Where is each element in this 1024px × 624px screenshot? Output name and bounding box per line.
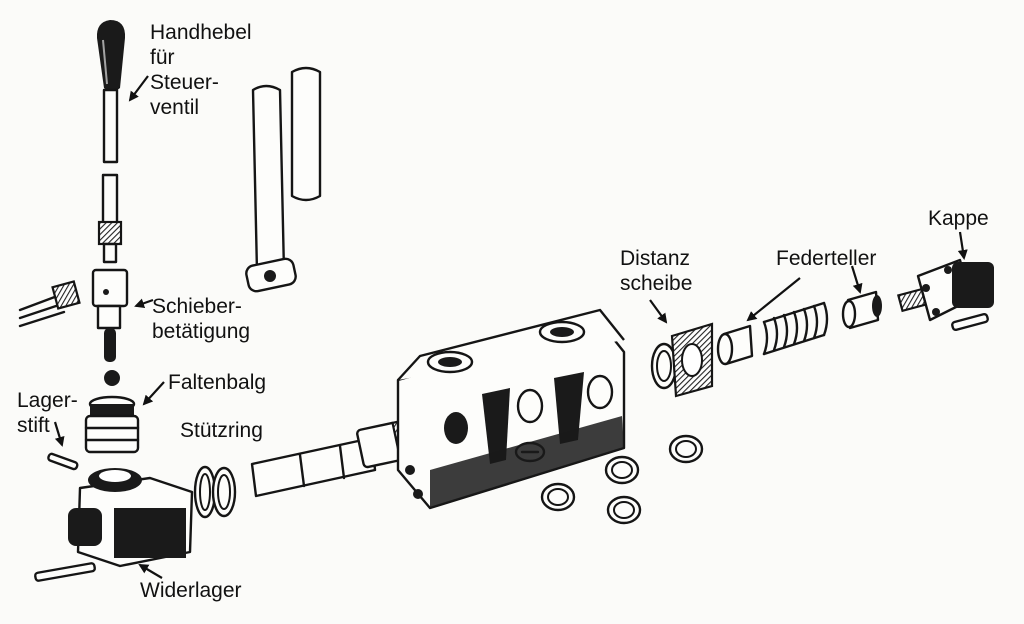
bellows bbox=[84, 395, 140, 454]
arrow-federteller bbox=[746, 277, 801, 322]
spring-seat bbox=[716, 324, 754, 366]
arrow-schieberbetaetigung bbox=[134, 298, 154, 309]
bearing-pin bbox=[47, 452, 79, 471]
label-kappe: Kappe bbox=[928, 207, 989, 230]
arrow-widerlager bbox=[138, 563, 163, 579]
label-federteller: Federteller bbox=[776, 247, 877, 270]
arrow-kappe-seat bbox=[850, 265, 863, 294]
valve-body bbox=[396, 308, 626, 510]
arrow-distanzscheibe bbox=[649, 299, 668, 324]
end-cap bbox=[896, 258, 994, 332]
label-handhebel: Handhebel für Steuer- ventil bbox=[150, 21, 252, 119]
abutment-block bbox=[34, 468, 194, 582]
label-stuetzring: Stützring bbox=[180, 419, 263, 442]
rods bbox=[245, 66, 322, 293]
label-faltenbalg: Faltenbalg bbox=[168, 371, 267, 394]
arrow-faltenbalg bbox=[142, 381, 165, 406]
label-distanzscheibe: Distanz scheibe bbox=[620, 247, 693, 295]
spacer-disc bbox=[650, 322, 714, 398]
label-lagerstift: Lager- stift bbox=[17, 389, 78, 437]
label-schieberbetaetigung: Schieber- betätigung bbox=[152, 295, 251, 343]
o-rings bbox=[540, 434, 704, 525]
spring-plate bbox=[841, 290, 882, 330]
arrow-kappe bbox=[957, 231, 968, 260]
arrow-handhebel bbox=[128, 75, 149, 102]
hand-lever bbox=[96, 20, 126, 264]
arrow-lagerstift bbox=[53, 421, 65, 447]
callout-arrows bbox=[53, 75, 968, 579]
support-rings bbox=[193, 465, 237, 519]
label-widerlager: Widerlager bbox=[140, 579, 242, 602]
slide-actuator bbox=[18, 268, 129, 386]
spring bbox=[762, 301, 829, 356]
